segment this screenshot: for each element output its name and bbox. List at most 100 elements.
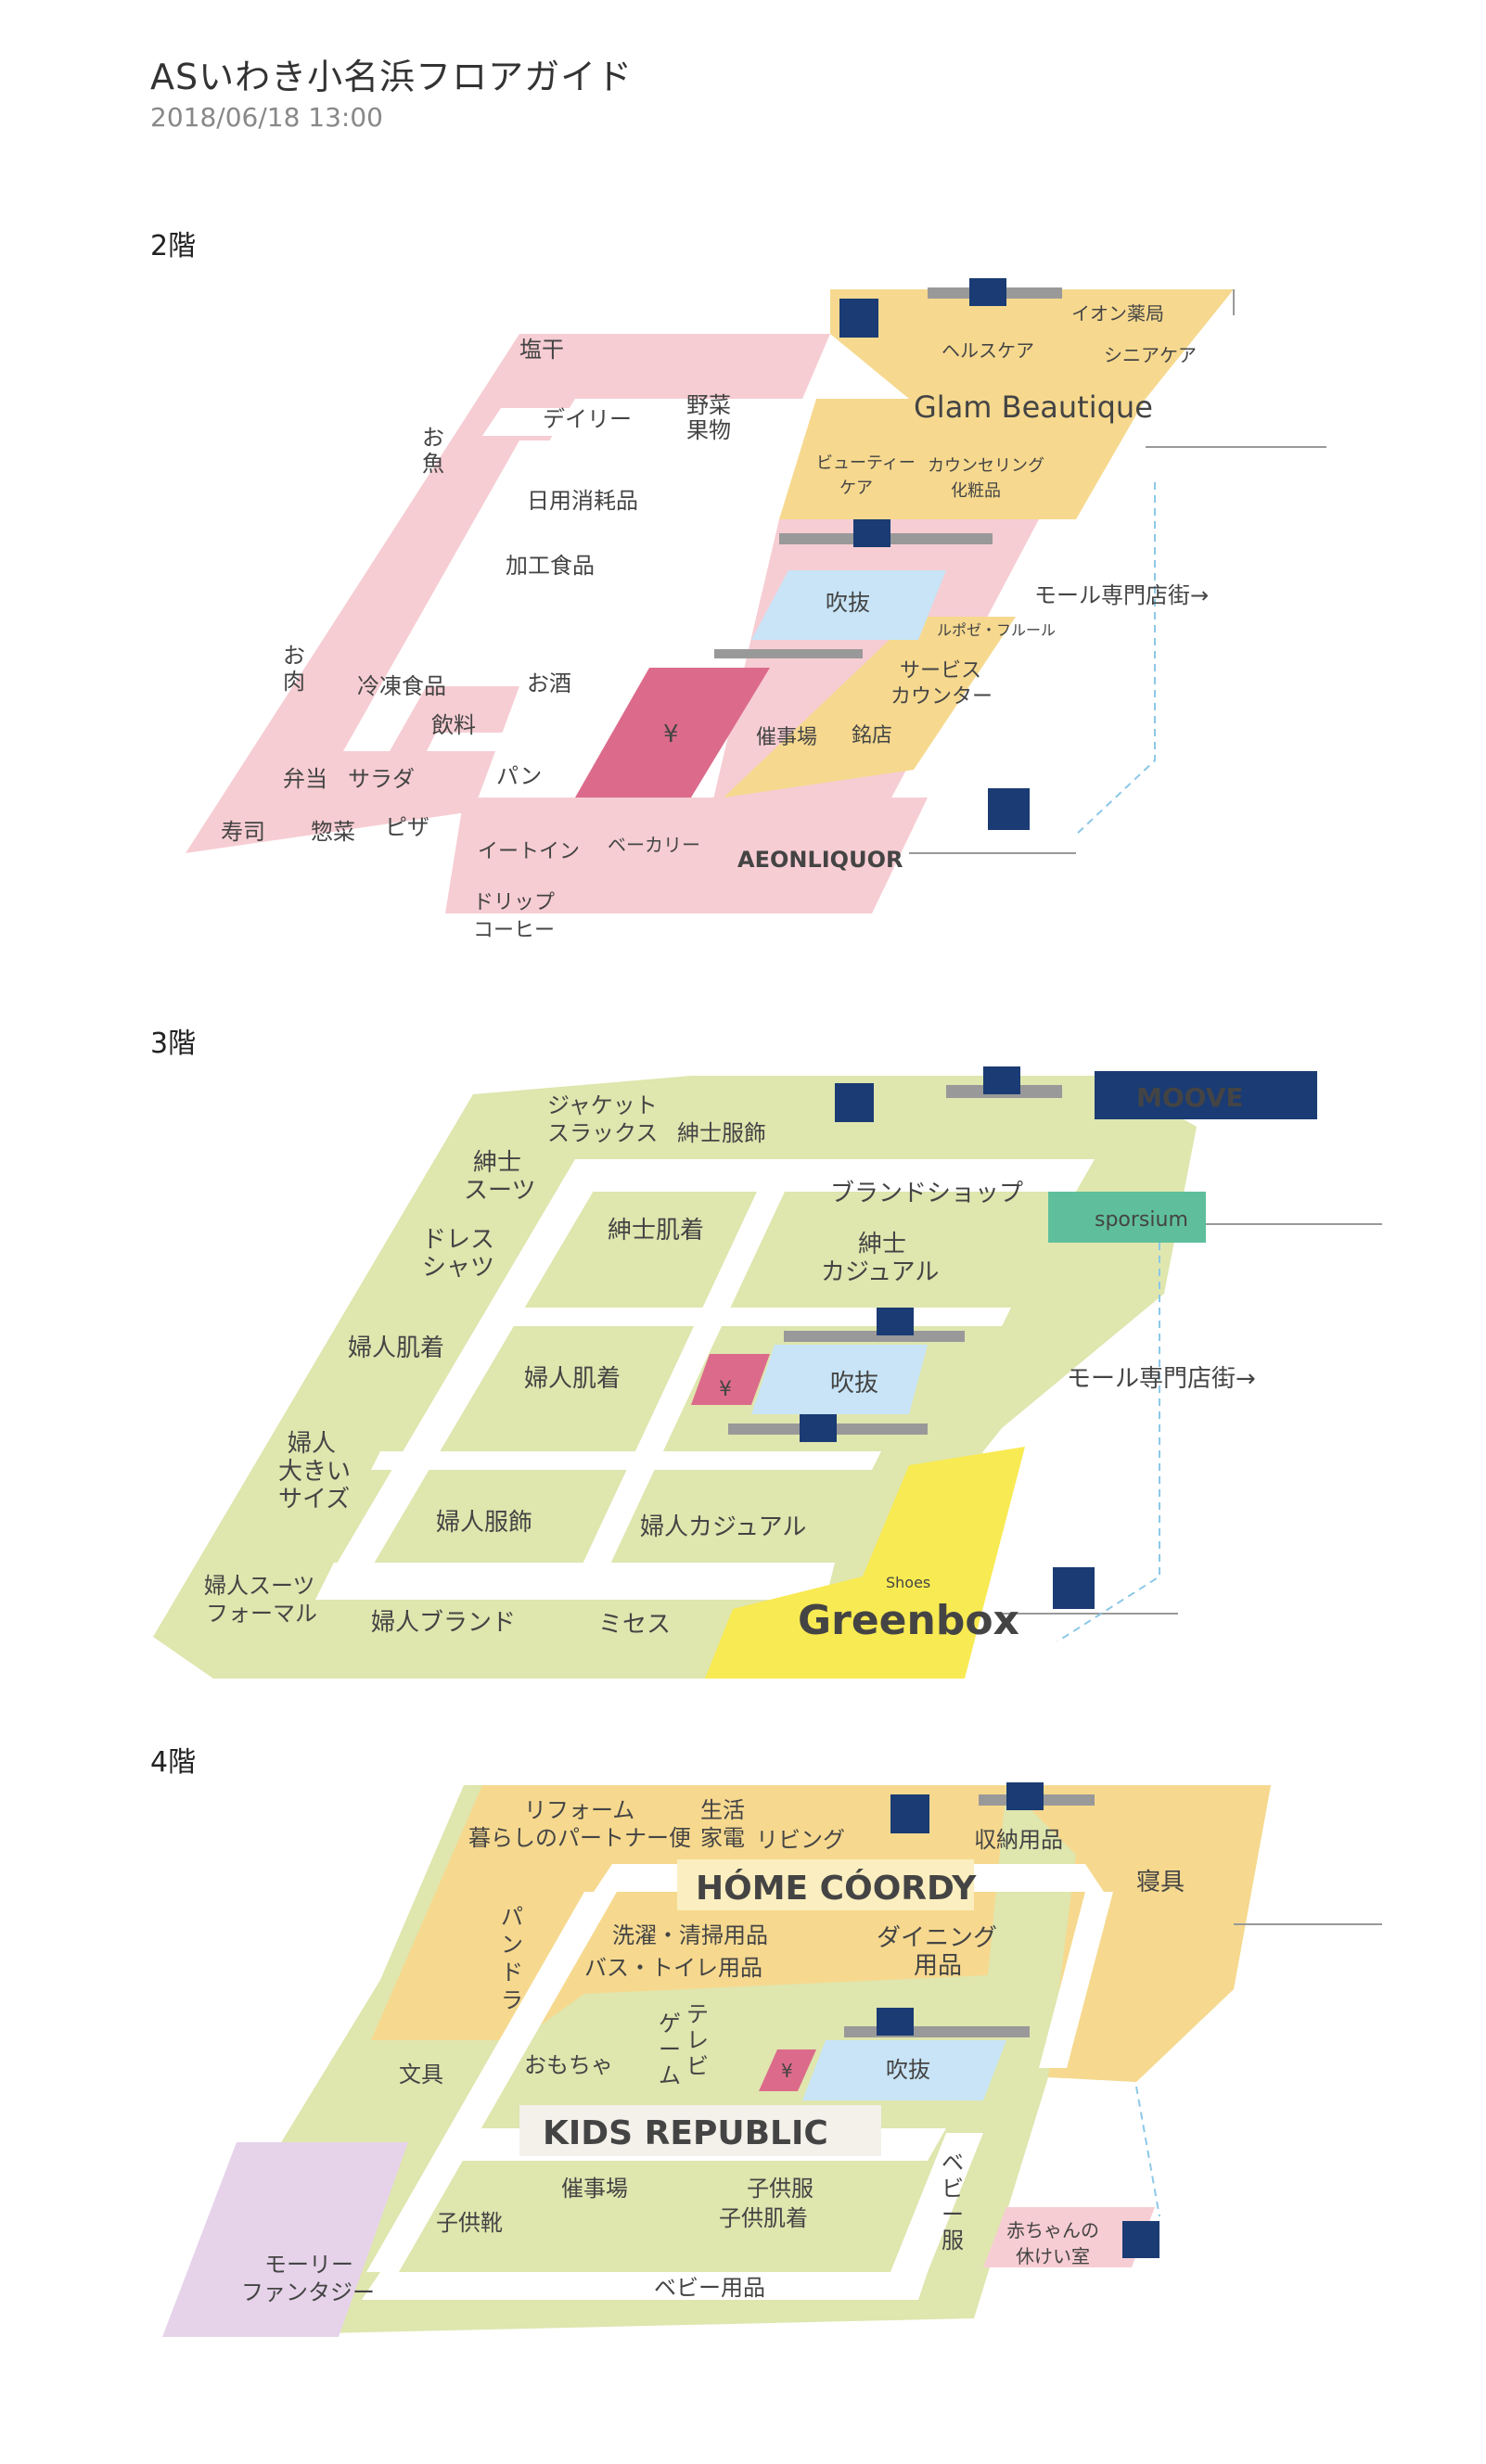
area-bakery: ベーカリー xyxy=(608,834,700,856)
atm-block xyxy=(575,668,770,798)
area-counseling-1: カウンセリング xyxy=(928,456,1044,476)
floor-map-3f: ジャケット スラックス 紳士服飾 MOOVE 紳士 スーツ ドレス シャツ 紳士… xyxy=(153,1066,1382,1679)
area-shinshi-casual-1: 紳士 xyxy=(858,1231,906,1258)
area-fukinuke-4f: 吹抜 xyxy=(886,2057,930,2083)
area-molly-2: ファンタジー xyxy=(241,2279,375,2305)
area-service-2: カウンター xyxy=(890,685,993,709)
area-shiokan: 塩干 xyxy=(519,337,564,363)
restroom-icon xyxy=(1053,1567,1095,1609)
greenbox-zone xyxy=(705,1447,1025,1679)
area-tv-1: テ xyxy=(686,2001,709,2027)
area-brand-shop: ブランドショップ xyxy=(830,1180,1023,1207)
greenbox-small: Shoes xyxy=(886,1574,930,1591)
area-reitou: 冷凍食品 xyxy=(357,673,446,699)
molly-fantasy-zone xyxy=(162,2142,408,2337)
area-health-care: ヘルスケア xyxy=(942,339,1034,362)
area-tv-2: レ xyxy=(686,2027,709,2053)
area-reform-2: 暮らしのパートナー便 xyxy=(468,1825,691,1851)
sporsium-text: sporsium xyxy=(1095,1208,1188,1232)
area-shinshi-casual-2: カジュアル xyxy=(821,1258,939,1286)
area-fujin-fukushoku: 婦人服飾 xyxy=(436,1509,532,1537)
floor-label-2f: 2階 xyxy=(150,230,197,262)
area-fujin-suit-1: 婦人スーツ xyxy=(204,1573,315,1599)
area-bungu: 文具 xyxy=(399,2062,443,2087)
floor-map-4f: リフォーム 暮らしのパートナー便 生活 家電 リビング 収納用品 寝具 パ ン … xyxy=(162,1782,1382,2337)
area-game-1: ゲ xyxy=(659,2011,681,2036)
area-oniku-2: 肉 xyxy=(283,669,305,695)
area-kodomo-gutsu: 子供靴 xyxy=(436,2210,503,2236)
area-beauty-2: ケア xyxy=(839,479,873,498)
area-dining-2: 用品 xyxy=(914,1952,962,1980)
area-reform-1: リフォーム xyxy=(524,1797,634,1823)
area-aeon-liquor: AEONLIQUOR xyxy=(737,847,903,873)
restroom-icon xyxy=(1122,2221,1159,2258)
area-oniku-1: お xyxy=(283,643,305,669)
area-beauty-1: ビューティー xyxy=(816,453,916,473)
area-drip-1: ドリップ xyxy=(473,891,555,914)
area-saijijou-4f: 催事場 xyxy=(561,2176,628,2202)
sporsium-zone xyxy=(1048,1192,1206,1243)
area-kodomo-fuku: 子供服 xyxy=(747,2176,813,2202)
floor-map-2f: 塩干 お 魚 お 肉 デイリー 野菜 果物 日用消耗品 加工食品 冷凍食品 お酒… xyxy=(186,278,1326,942)
area-senior-care: シニアケア xyxy=(1104,344,1197,366)
area-fukinuke-3f: 吹抜 xyxy=(830,1370,878,1398)
mall-link-3f[interactable]: モール専門店街→ xyxy=(1067,1365,1256,1393)
area-fujin-big-2: 大きい xyxy=(278,1458,351,1486)
escalator-up-icon xyxy=(1006,1782,1044,1810)
escalator-up-icon xyxy=(969,278,1006,306)
restroom-icon xyxy=(988,788,1030,830)
atrium-3f xyxy=(751,1345,928,1414)
area-fujin-big-1: 婦人 xyxy=(288,1430,336,1458)
escalator-icon xyxy=(877,2008,914,2036)
area-fujin-big-3: サイズ xyxy=(278,1486,350,1513)
area-salad: サラダ xyxy=(348,766,415,792)
area-pandora-3: ド xyxy=(501,1960,523,1985)
area-glam-beautique: Glam Beautique xyxy=(914,389,1153,425)
greenbox-logo: Greenbox xyxy=(798,1597,1019,1644)
food-zone xyxy=(186,334,830,853)
elevator-icon xyxy=(890,1794,929,1833)
area-daily: デイリー xyxy=(543,406,632,432)
area-baby-fuku-3: ー xyxy=(942,2202,964,2228)
area-misses: ミセス xyxy=(598,1611,671,1639)
area-tv-3: ビ xyxy=(686,2053,709,2079)
area-baby-fuku-2: ビ xyxy=(942,2176,964,2202)
area-fujin-casual: 婦人カジュアル xyxy=(640,1513,806,1541)
kids-republic-logo: KIDS REPUBLIC xyxy=(543,2114,828,2152)
area-dress-1: ドレス xyxy=(422,1226,494,1254)
area-akachan-2: 休けい室 xyxy=(1016,2245,1090,2267)
escalator-up-icon xyxy=(983,1066,1020,1094)
atm-symbol-4f: ¥ xyxy=(781,2060,793,2082)
area-drip-2: コーヒー xyxy=(473,919,555,942)
area-lupicia: ルポゼ・フルール xyxy=(937,621,1056,639)
area-aeon-yakkyoku: イオン薬局 xyxy=(1071,302,1164,325)
area-eat-in: イートイン xyxy=(478,840,580,863)
area-sentaku-2: バス・トイレ用品 xyxy=(584,1955,762,1981)
atrium-4f xyxy=(802,2040,1006,2100)
escalator-icon xyxy=(800,1414,837,1442)
area-sentaku-1: 洗濯・清掃用品 xyxy=(612,1922,768,1948)
area-shinshi-suit-1: 紳士 xyxy=(473,1149,521,1177)
area-sushi: 寿司 xyxy=(221,819,265,845)
area-jacket-1: ジャケット xyxy=(547,1092,658,1118)
beauty-zone xyxy=(830,289,1234,399)
area-game-2: ー xyxy=(659,2036,681,2062)
atm-symbol-3f: ¥ xyxy=(719,1378,732,1401)
area-pandora-2: ン xyxy=(501,1932,523,1958)
home-coordy-logo: HÓME CÓORDY xyxy=(696,1869,977,1908)
area-bentou: 弁当 xyxy=(283,766,327,792)
area-baby-fuku-4: 服 xyxy=(942,2228,964,2253)
area-pizza: ピザ xyxy=(385,814,429,840)
moove-logo xyxy=(1095,1071,1317,1119)
area-dining-1: ダイニング xyxy=(877,1924,997,1952)
area-nichiyou: 日用消耗品 xyxy=(527,488,638,514)
area-osake: お酒 xyxy=(527,670,571,696)
area-inryou: 飲料 xyxy=(431,712,476,738)
area-omocha: おもちゃ xyxy=(524,2052,613,2078)
area-counseling-2: 化粧品 xyxy=(951,481,1001,501)
area-souzai: 惣菜 xyxy=(311,819,355,845)
mall-link-2f[interactable]: モール専門店街→ xyxy=(1034,582,1209,608)
page-date: 2018/06/18 13:00 xyxy=(150,102,383,133)
area-fujin-brand: 婦人ブランド xyxy=(371,1609,516,1637)
area-fujin-hadagi: 婦人肌着 xyxy=(524,1365,621,1393)
